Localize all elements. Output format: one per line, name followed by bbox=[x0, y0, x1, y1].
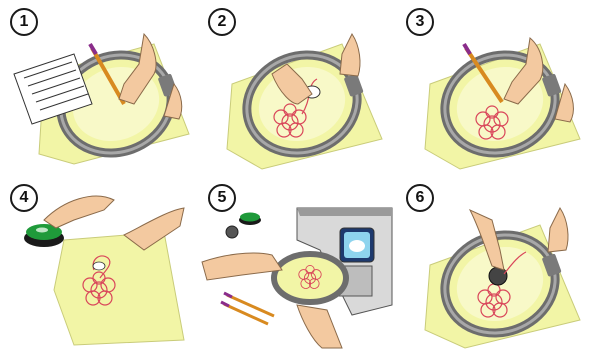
step-5-badge: 5 bbox=[208, 184, 236, 212]
button-icon bbox=[239, 213, 261, 226]
step-5-panel: 5 bbox=[202, 180, 390, 348]
pen-icon bbox=[221, 293, 274, 324]
hand-icon bbox=[44, 196, 114, 228]
hand-icon bbox=[202, 253, 282, 280]
step-3-badge: 3 bbox=[406, 8, 434, 36]
step-4-panel: 4 bbox=[4, 180, 192, 348]
step-6-badge: 6 bbox=[406, 184, 434, 212]
step-2-panel: 2 bbox=[202, 4, 390, 172]
step-4-badge: 4 bbox=[10, 184, 38, 212]
step-1-panel: 1 bbox=[4, 4, 192, 172]
step-6-panel: 6 bbox=[400, 180, 588, 348]
step-3-panel: 3 bbox=[400, 4, 588, 172]
step-1-badge: 1 bbox=[10, 8, 38, 36]
step-2-badge: 2 bbox=[208, 8, 236, 36]
